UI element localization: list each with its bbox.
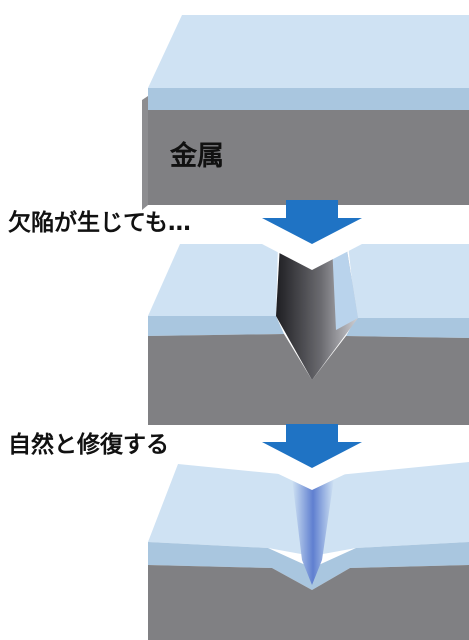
block-healed-groove — [292, 478, 334, 585]
block-intact-front — [148, 110, 469, 205]
block-defect-notch — [262, 244, 362, 270]
caption-repair: 自然と修復する — [8, 431, 169, 458]
block-defect — [148, 244, 469, 425]
block-defect-coating-left — [148, 316, 284, 336]
block-healed-coating — [148, 542, 469, 590]
metal-label: 金属 — [169, 140, 224, 172]
block-defect-coating-right — [346, 318, 469, 338]
block-intact-side — [142, 96, 148, 210]
block-healed — [148, 462, 469, 640]
block-defect-front-right — [312, 336, 469, 425]
block-defect-front-left — [148, 334, 312, 425]
block-healed-front — [148, 565, 469, 640]
block-defect-top-right — [348, 244, 469, 318]
block-intact-coating — [148, 88, 469, 110]
block-defect-top-left — [148, 244, 278, 316]
block-healed-notch — [266, 468, 358, 490]
block-intact-top — [148, 15, 469, 88]
down-arrow-icon — [262, 200, 362, 244]
block-defect-groove-highlight — [332, 244, 358, 330]
caption-defect: 欠陥が生じても… — [8, 209, 191, 236]
down-arrow-icon-2 — [262, 424, 362, 468]
block-intact: 金属 — [142, 15, 469, 210]
